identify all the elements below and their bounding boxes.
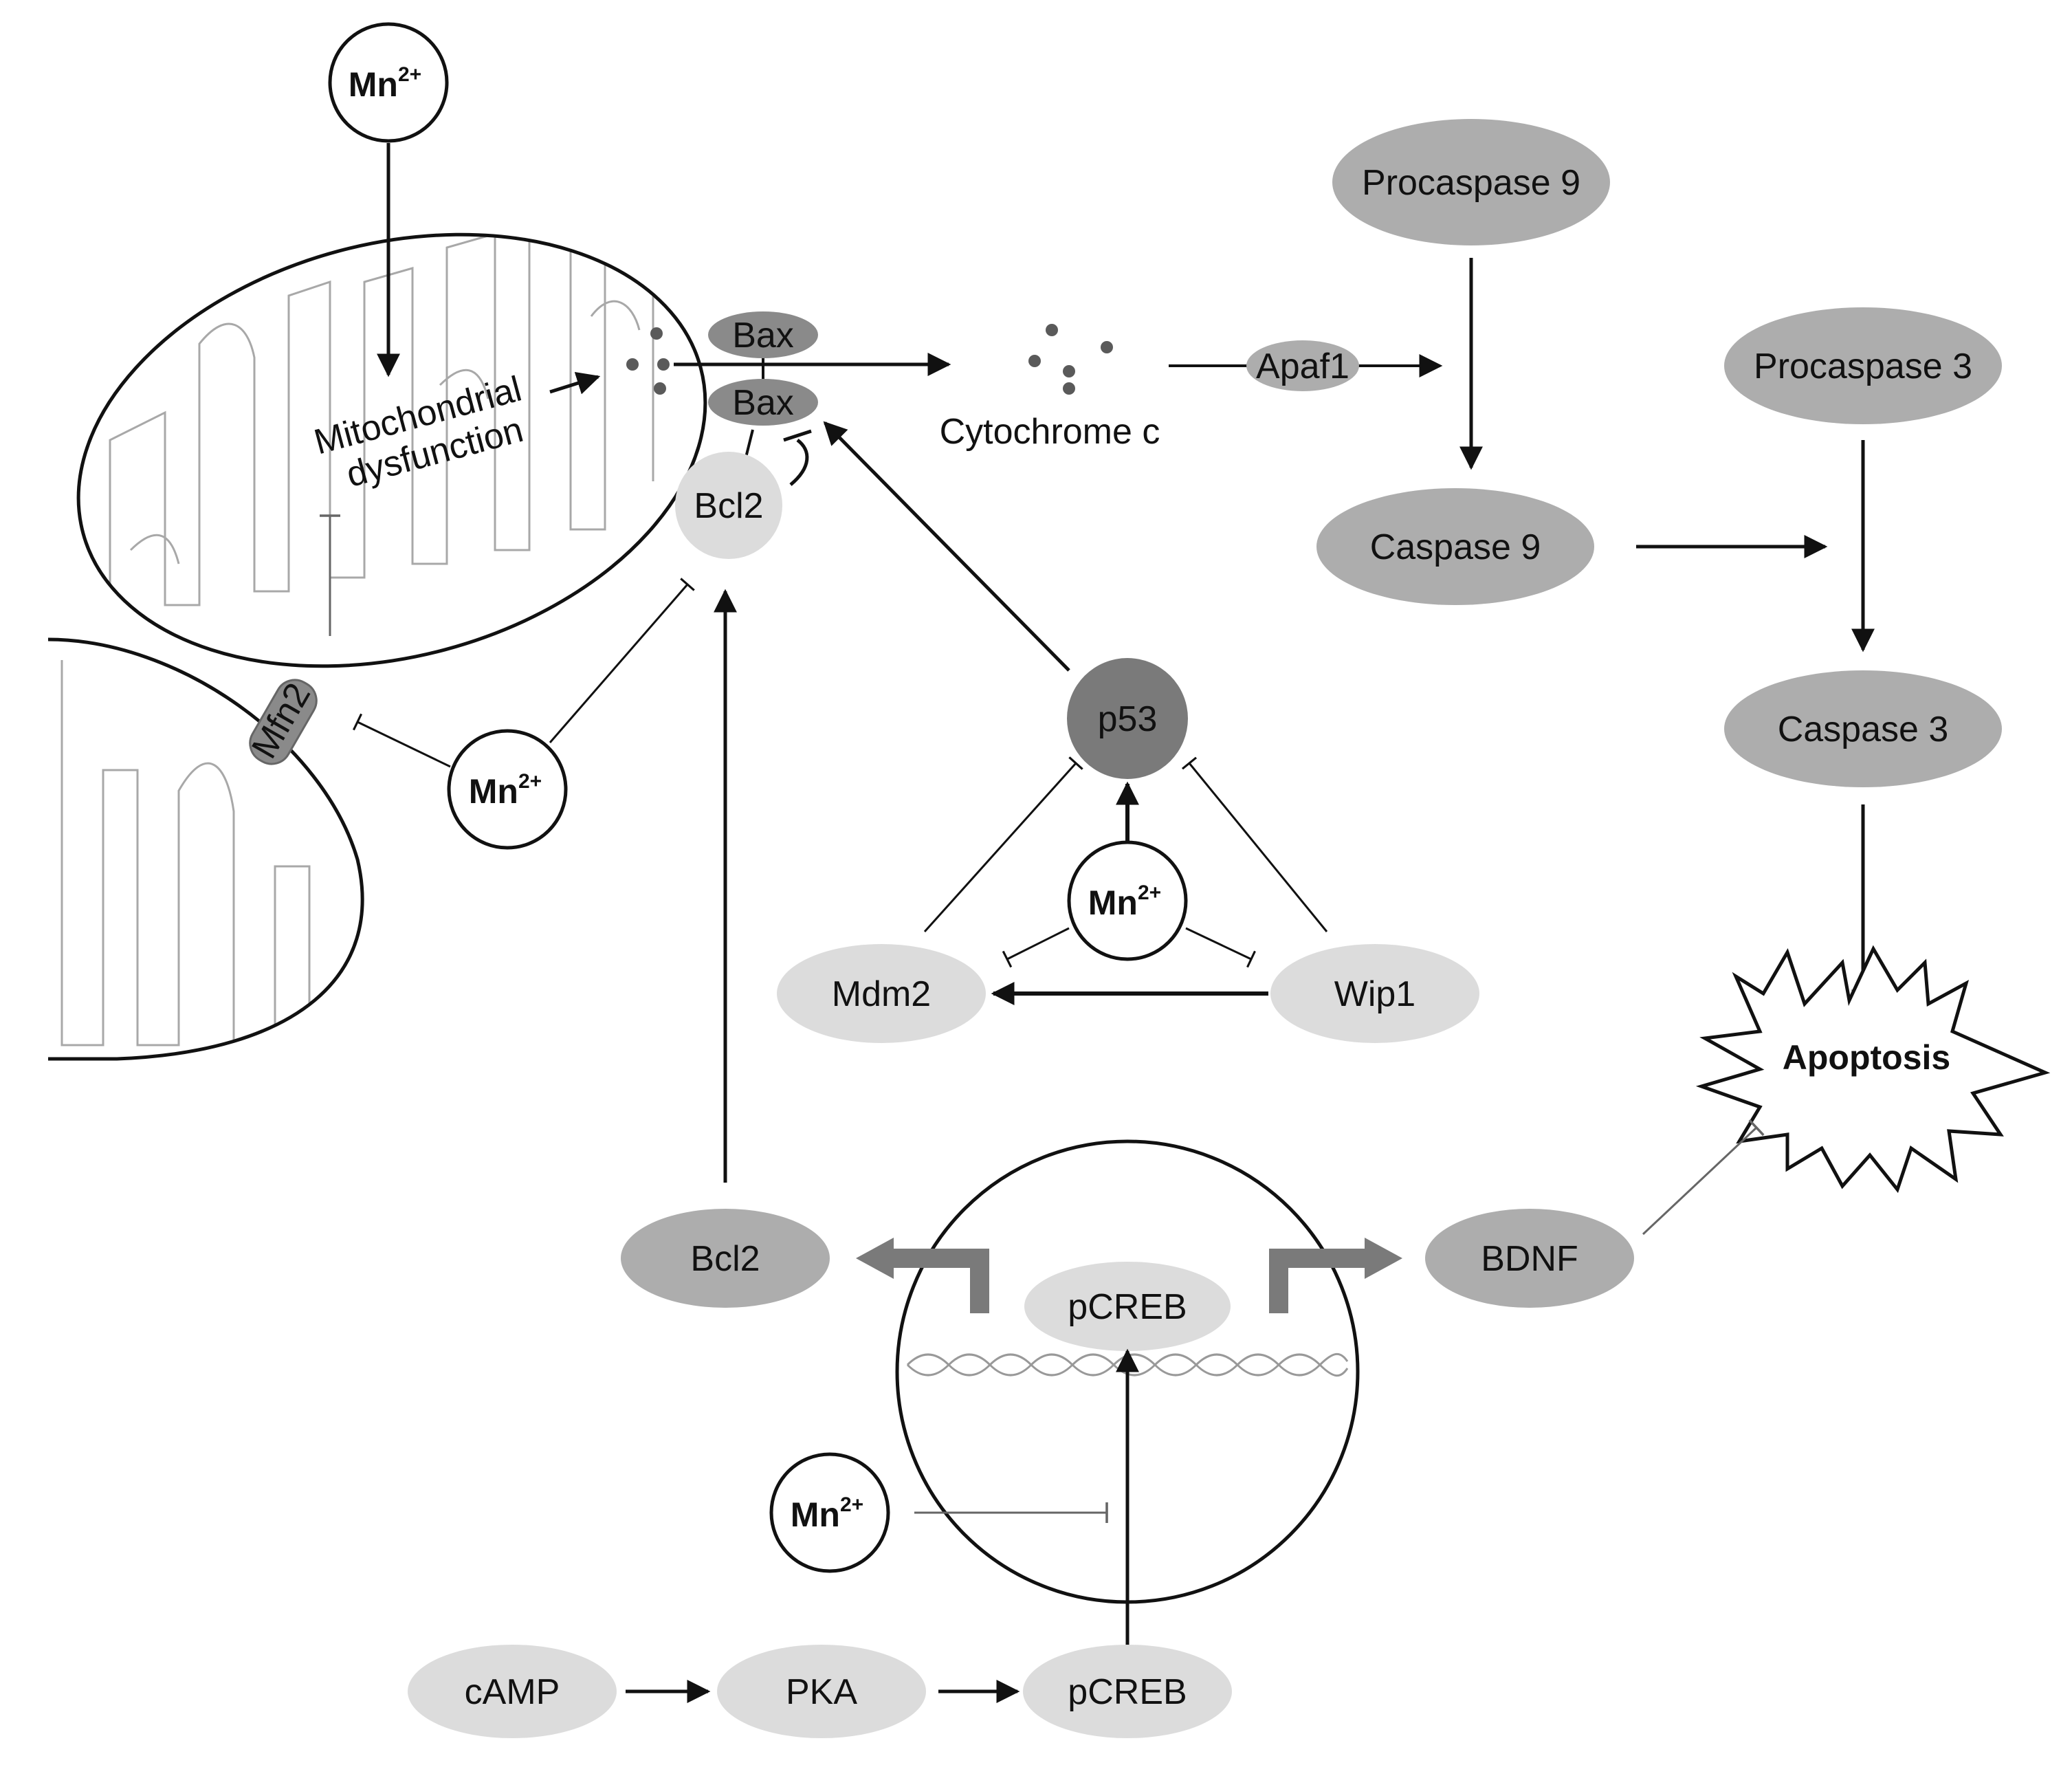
- bdnf-node: BDNF: [1425, 1209, 1634, 1308]
- mn-symbol: Mn: [469, 772, 518, 811]
- mn2-node-nucleus: Mn2+: [769, 1452, 890, 1573]
- inhibit-mn-bcl2: [549, 578, 695, 743]
- procaspase9-node: Procaspase 9: [1332, 119, 1610, 245]
- transcription-arrowhead-bdnf: [1365, 1238, 1402, 1279]
- camp-node: cAMP: [408, 1645, 617, 1738]
- inhibit-wip1-p53: [1181, 756, 1328, 932]
- bcl2-node-lower: Bcl2: [621, 1209, 830, 1308]
- inhibit-mn-wip1: [1185, 927, 1256, 968]
- svg-text:Mn2+: Mn2+: [469, 770, 542, 811]
- mn-symbol: Mn: [791, 1495, 840, 1534]
- mn-charge: 2+: [518, 770, 542, 793]
- transcription-arrow-bdnf: [1269, 1249, 1365, 1313]
- bdnf-label: BDNF: [1481, 1239, 1578, 1279]
- apoptosis-label: Apoptosis: [1783, 1038, 1950, 1077]
- inhibit-bdnf-apoptosis: [1642, 1119, 1765, 1236]
- inhibit-mdm2-p53: [923, 756, 1083, 933]
- bcl2-bax-connector: [745, 429, 754, 458]
- mitochondrion-lower-left: [47, 637, 364, 1061]
- mfn2-node: Mfn2: [244, 677, 318, 765]
- inhibit-bcl2-bax: [789, 439, 809, 486]
- pcreb-node-nucleus: pCREB: [1024, 1262, 1231, 1351]
- pcreb-label-nucleus: pCREB: [1068, 1287, 1187, 1327]
- procaspase3-node: Procaspase 3: [1724, 307, 2002, 424]
- mdm2-label: Mdm2: [832, 974, 931, 1014]
- bcl2-node-mito: Bcl2: [675, 452, 782, 559]
- mn-charge: 2+: [398, 63, 421, 86]
- p53-label: p53: [1098, 699, 1158, 739]
- bax-node-top: Bax: [708, 311, 818, 358]
- inhibit-bcl2-bax-bar: [783, 429, 812, 442]
- mn2-node-p53: Mn2+: [1067, 840, 1188, 961]
- pka-node: PKA: [717, 1645, 926, 1738]
- mitochondrial-dysfunction-label: Mitochondrial dysfunction: [310, 369, 527, 496]
- wip1-node: Wip1: [1270, 944, 1479, 1043]
- transcription-arrowhead-bcl2: [856, 1238, 894, 1279]
- mn-charge: 2+: [1138, 881, 1161, 904]
- caspase3-label: Caspase 3: [1778, 710, 1949, 749]
- caspase9-label: Caspase 9: [1370, 527, 1541, 567]
- cytochrome-c-dots-mito: [626, 327, 670, 395]
- inhibit-mn-mdm2: [1002, 927, 1070, 968]
- wip1-label: Wip1: [1334, 974, 1415, 1014]
- mitochondrion-upper: [76, 226, 707, 668]
- apoptosis-node: Apoptosis: [1695, 945, 2051, 1194]
- pcreb-label-bottom: pCREB: [1068, 1672, 1187, 1712]
- caspase3-node: Caspase 3: [1724, 670, 2002, 787]
- cytochrome-c-dots-released: [1028, 324, 1113, 395]
- bcl2-label-mito: Bcl2: [694, 486, 763, 526]
- svg-text:Mn2+: Mn2+: [791, 1493, 863, 1534]
- mn2-node-mito: Mn2+: [447, 729, 568, 850]
- camp-label: cAMP: [465, 1672, 560, 1712]
- svg-text:Mn2+: Mn2+: [349, 63, 421, 104]
- inhibit-mn-mfn2: [352, 713, 451, 768]
- apaf1-node: Apaf1: [1246, 340, 1359, 391]
- mn2-node-top: Mn2+: [328, 22, 449, 143]
- mdm2-node: Mdm2: [777, 944, 986, 1043]
- mn-symbol: Mn: [1088, 884, 1138, 922]
- bax-label-top: Bax: [732, 316, 794, 355]
- mn-charge: 2+: [840, 1493, 863, 1516]
- bcl2-label-lower: Bcl2: [690, 1239, 760, 1279]
- procaspase3-label: Procaspase 3: [1754, 347, 1972, 386]
- cytochrome-c-label: Cytochrome c: [940, 412, 1160, 452]
- caspase9-node: Caspase 9: [1316, 488, 1594, 605]
- p53-node: p53: [1067, 658, 1188, 779]
- bax-label-bottom: Bax: [732, 383, 794, 423]
- pka-label: PKA: [786, 1672, 857, 1712]
- arrow-p53-bax: [823, 421, 1070, 672]
- transcription-arrow-bcl2: [894, 1249, 989, 1313]
- apaf1-label: Apaf1: [1256, 347, 1349, 386]
- bax-node-bottom: Bax: [708, 379, 818, 426]
- arrow-dysfunction-to-cytochrome: [549, 371, 601, 395]
- procaspase9-label: Procaspase 9: [1362, 163, 1580, 203]
- mn-symbol: Mn: [349, 65, 398, 104]
- svg-text:Mn2+: Mn2+: [1088, 881, 1161, 922]
- pcreb-node-bottom: pCREB: [1023, 1645, 1232, 1738]
